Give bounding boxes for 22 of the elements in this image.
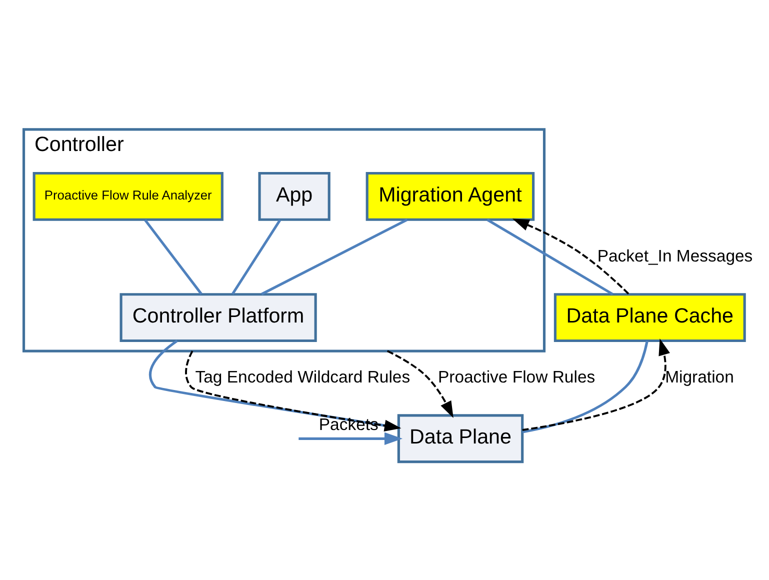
connector: [486, 218, 614, 295]
node-box: Data Plane: [397, 414, 524, 463]
node-box: Data Plane Cache: [554, 292, 746, 342]
node-box: Controller Platform: [120, 292, 317, 342]
connector: [231, 218, 282, 294]
connector: [260, 218, 408, 295]
edge-label: Tag Encoded Wildcard Rules: [195, 366, 410, 386]
arrow: [522, 338, 670, 430]
node-box: Proactive Flow Rule Analyzer: [32, 171, 224, 220]
arrow: [185, 350, 402, 431]
edge-label: Packet_In Messages: [597, 246, 753, 265]
connector: [144, 218, 202, 294]
edge-label: Proactive Flow Rules: [438, 366, 596, 386]
arrow: [386, 350, 454, 418]
arrow: [512, 218, 630, 294]
edge-label: Packets: [318, 414, 378, 434]
arrow: [298, 432, 403, 444]
edge-label: Migration: [665, 366, 734, 386]
node-box: Migration Agent: [366, 171, 535, 220]
connector: [148, 339, 399, 428]
connector: [522, 340, 648, 433]
node-box: App: [258, 171, 330, 220]
